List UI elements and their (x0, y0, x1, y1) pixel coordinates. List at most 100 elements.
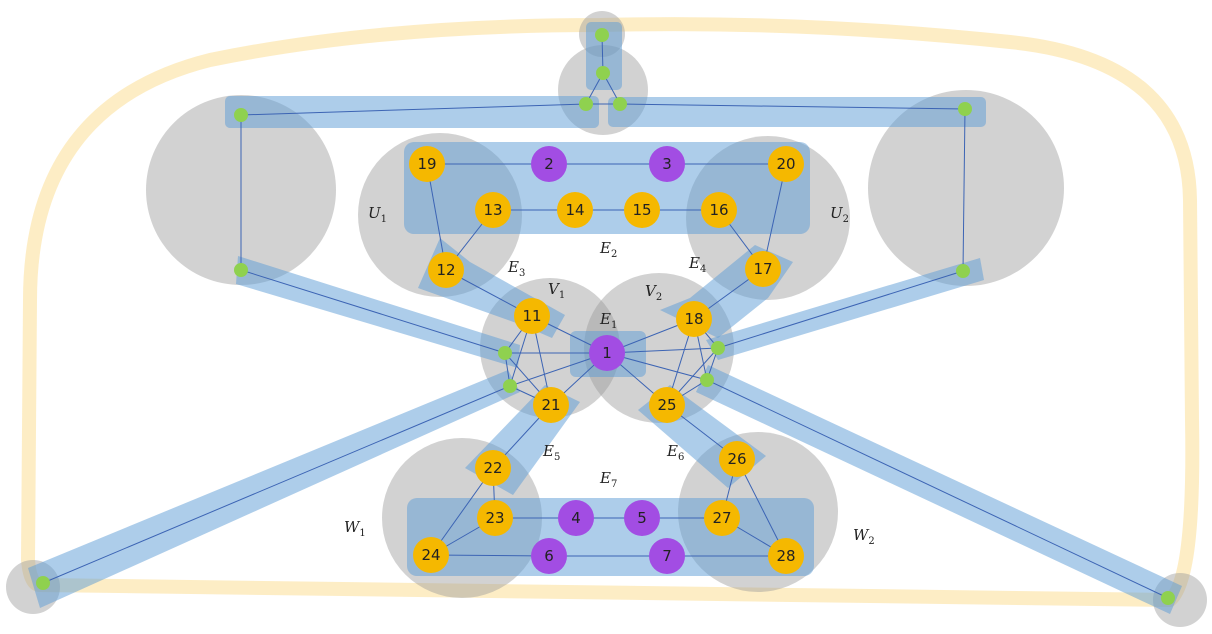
label-E5: E5 (542, 442, 560, 463)
edge-g-rt-g-rm (962, 108, 966, 272)
node-label-20: 20 (776, 155, 795, 173)
edge-g-rt-g-topr (619, 103, 966, 110)
node-circle-17 (745, 251, 781, 287)
edge-g-c3-1 (606, 347, 719, 354)
node-label-13: 13 (483, 201, 502, 219)
node-g-c4 (700, 373, 714, 387)
node-6: 6 (531, 538, 567, 574)
node-label-25: 25 (657, 396, 676, 414)
node-circle-27 (704, 500, 740, 536)
node-circle-g-topr (613, 97, 627, 111)
node-label-11: 11 (522, 307, 541, 325)
node-g-br (1161, 591, 1175, 605)
node-circle-g-c4 (700, 373, 714, 387)
node-18: 18 (676, 301, 712, 337)
hyperedge-top-right-bar (608, 97, 986, 127)
node-circle-13 (475, 192, 511, 228)
hyperedge-top-left-bar (225, 96, 599, 128)
node-circle-g-bl (36, 576, 50, 590)
node-label-7: 7 (662, 547, 672, 565)
node-g-lm (234, 263, 248, 277)
node-12: 12 (428, 252, 464, 288)
node-21: 21 (533, 387, 569, 423)
hyperedge-E7 (407, 498, 814, 576)
node-circle-19 (409, 146, 445, 182)
node-7: 7 (649, 538, 685, 574)
node-circle-g-c2 (503, 379, 517, 393)
node-circle-20 (768, 146, 804, 182)
node-circle-g-br (1161, 591, 1175, 605)
node-g-topr (613, 97, 627, 111)
edge-g-lt-g-topl (240, 103, 587, 116)
node-circle-11 (514, 298, 550, 334)
hyperedge-right-diagonal-top (706, 258, 984, 360)
node-g-lt (234, 108, 248, 122)
node-circle-21 (533, 387, 569, 423)
node-circle-g-topl (579, 97, 593, 111)
label-E3: E3 (507, 258, 525, 279)
node-27: 27 (704, 500, 740, 536)
hyperedge-E2 (404, 142, 810, 234)
label-V2: V2 (645, 282, 662, 303)
node-2: 2 (531, 146, 567, 182)
node-circle-24 (413, 537, 449, 573)
node-circle-12 (428, 252, 464, 288)
node-circle-g-lt (234, 108, 248, 122)
node-label-3: 3 (662, 155, 672, 173)
node-28: 28 (768, 538, 804, 574)
node-label-5: 5 (637, 509, 647, 527)
label-W2: W2 (853, 526, 875, 547)
node-circle-3 (649, 146, 685, 182)
node-label-19: 19 (417, 155, 436, 173)
hyperedge-left-diagonal-bottom (28, 370, 520, 608)
node-circle-1 (589, 335, 625, 371)
node-label-23: 23 (485, 509, 504, 527)
hyperedge-left-diagonal-top (236, 256, 520, 368)
label-E2: E2 (599, 239, 617, 260)
node-circle-18 (676, 301, 712, 337)
node-13: 13 (475, 192, 511, 228)
edge-g-lm-g-c1 (240, 269, 506, 354)
node-label-18: 18 (684, 310, 703, 328)
edge-24-6 (430, 554, 550, 557)
label-W1: W1 (344, 518, 366, 539)
node-g-top (595, 28, 609, 42)
node-14: 14 (557, 192, 593, 228)
node-circle-26 (719, 441, 755, 477)
node-label-2: 2 (544, 155, 554, 173)
label-V1: V1 (548, 280, 565, 301)
node-circle-g-rt (958, 102, 972, 116)
label-U1: U1 (368, 204, 387, 225)
node-label-1: 1 (602, 344, 612, 362)
node-g-bl (36, 576, 50, 590)
node-g-c1 (498, 346, 512, 360)
node-circle-g-c1 (498, 346, 512, 360)
node-circle-4 (558, 500, 594, 536)
diagram-labels: U1 U2 V1 V2 W1 W2 E1 E2 E3 E4 E5 E6 E7 (344, 204, 875, 547)
node-label-17: 17 (753, 260, 772, 278)
node-22: 22 (475, 450, 511, 486)
node-label-26: 26 (727, 450, 746, 468)
node-17: 17 (745, 251, 781, 287)
region-right-outer (868, 90, 1064, 286)
node-26: 26 (719, 441, 755, 477)
node-circle-23 (477, 500, 513, 536)
node-label-22: 22 (483, 459, 502, 477)
node-circle-g-top2 (596, 66, 610, 80)
node-g-c2 (503, 379, 517, 393)
node-19: 19 (409, 146, 445, 182)
node-circle-22 (475, 450, 511, 486)
node-circle-g-c3 (711, 341, 725, 355)
node-label-12: 12 (436, 261, 455, 279)
node-label-16: 16 (709, 201, 728, 219)
label-E4: E4 (688, 254, 706, 275)
node-5: 5 (624, 500, 660, 536)
outer-cycle-band (21, 17, 1200, 607)
node-24: 24 (413, 537, 449, 573)
edge-g-rm-g-c3 (717, 270, 964, 349)
edge-26-28 (736, 458, 787, 557)
node-circle-14 (557, 192, 593, 228)
node-label-24: 24 (421, 546, 440, 564)
